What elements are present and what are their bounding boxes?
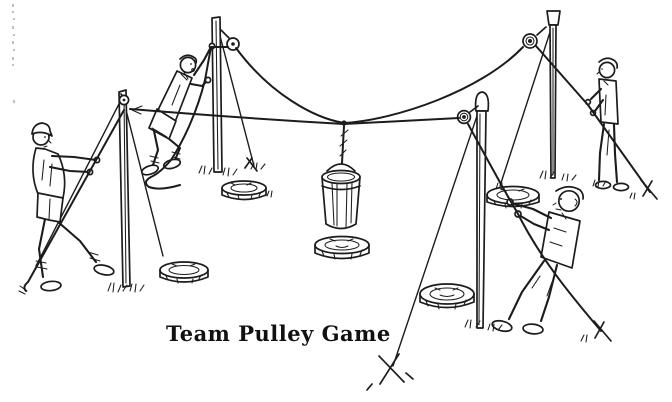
- head: [557, 189, 581, 213]
- guy-rope-top-right-pole: [499, 25, 553, 187]
- ground-stakes: [18, 157, 658, 391]
- cap: [31, 122, 53, 137]
- stake-right: [593, 320, 612, 342]
- pole-back-left: [211, 16, 223, 173]
- scan-artifact-marks: [12, 4, 15, 103]
- rope-tail-right-holder: [535, 45, 651, 193]
- head: [179, 56, 197, 74]
- guy-rope-left-pole-b: [123, 101, 164, 257]
- pole-left: [118, 89, 131, 288]
- rope-mid-right-to-center: [343, 117, 460, 125]
- bucket-handle: [326, 163, 356, 172]
- pulley-icon-top-right: [522, 26, 547, 49]
- bucket-body: [321, 176, 361, 230]
- log-disc-below-bucket: [314, 235, 370, 260]
- rope-back-left-to-center: [235, 47, 345, 124]
- figure-foreground-hauler: [491, 185, 585, 335]
- log-disc-center-left: [221, 180, 267, 201]
- guy-rope-mid-right-pole: [392, 103, 482, 367]
- rope-tail-foreground-hauler: [467, 123, 602, 332]
- guy-rope-left-pole-a: [35, 99, 122, 267]
- pole-mid-right: [474, 91, 490, 329]
- figure-right-rope-holder: [584, 57, 630, 192]
- rope-end-hook: [18, 285, 28, 295]
- suspended-bucket: [321, 125, 361, 230]
- stake-far-right: [640, 179, 658, 200]
- figure-climbing-hauler: [140, 42, 216, 176]
- guy-ropes: [35, 25, 553, 367]
- head: [598, 61, 616, 79]
- figure-left-hauler: [31, 122, 115, 292]
- pulley-icon-mid-right: [456, 105, 479, 125]
- rope-tail-climbing-hauler: [145, 46, 229, 190]
- stake-cross: [366, 353, 414, 391]
- rope-left-to-center: [129, 108, 345, 125]
- rope-knot: [341, 120, 347, 126]
- stake-back-left: [244, 157, 258, 172]
- guy-rope-back-left-pole: [218, 31, 255, 167]
- rope-top-right-to-center: [343, 46, 524, 124]
- grass-tufts: [107, 162, 636, 343]
- log-disc-bottom-right: [419, 283, 475, 310]
- caption-text: Team Pulley Game: [166, 321, 391, 346]
- log-disc-bottom-left: [159, 261, 209, 284]
